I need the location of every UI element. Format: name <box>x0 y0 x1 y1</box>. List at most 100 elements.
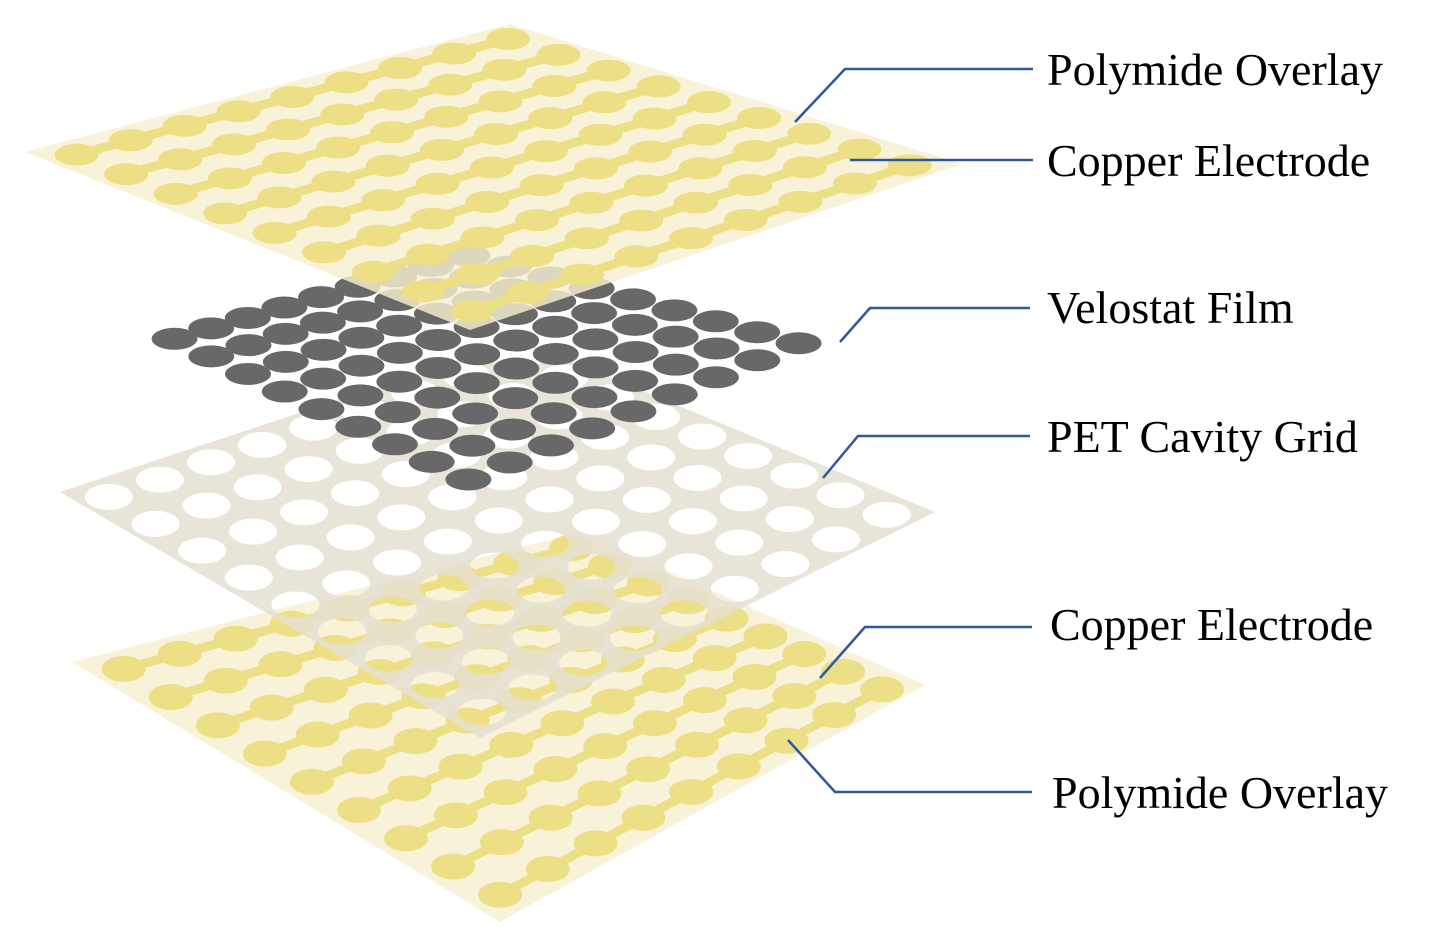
top-copper-electrode-pad <box>324 71 369 94</box>
velostat-disc <box>298 286 345 309</box>
velostat-disc <box>775 332 822 355</box>
top-copper-electrode-pad <box>320 103 365 126</box>
velostat-disc <box>493 357 540 380</box>
top-copper-electrode-pad <box>266 118 311 141</box>
bottom-copper-electrode-pad <box>242 740 287 767</box>
velostat-disc <box>408 450 455 473</box>
bottom-copper-electrode-pad <box>393 728 438 755</box>
velostat-disc <box>612 369 659 392</box>
top-copper-electrode-pad <box>252 221 297 244</box>
top-copper-electrode-pad <box>153 182 198 205</box>
bottom-copper-electrode-pad <box>674 731 719 758</box>
velostat-disc <box>530 402 577 425</box>
velostat-disc <box>612 341 659 364</box>
velostat-disc <box>225 362 272 385</box>
top-copper-electrode-pad <box>104 163 149 186</box>
top-copper-electrode-pad <box>203 202 248 225</box>
velostat-disc <box>371 433 418 456</box>
top-copper-electrode-pad <box>361 189 406 212</box>
velostat-disc <box>188 317 235 340</box>
bottom-copper-electrode-pad <box>341 748 386 775</box>
bottom-copper-electrode-pad <box>348 702 393 729</box>
bottom-copper-electrode-pad <box>583 733 628 760</box>
label-bottom-polymide-overlay: Polymide Overlay <box>1052 767 1388 818</box>
bottom-copper-electrode-pad <box>821 658 866 685</box>
top-copper-electrode-pad <box>778 190 823 213</box>
top-copper-electrode-pad <box>465 190 510 213</box>
velostat-disc <box>532 342 579 365</box>
pet-cavity-grid-layer <box>60 340 935 738</box>
velostat-disc <box>610 288 657 311</box>
bottom-copper-electrode-pad <box>433 802 478 829</box>
bottom-copper-electrode-pad <box>669 779 714 806</box>
top-copper-electrode-pad <box>837 138 882 161</box>
velostat-disc <box>611 313 658 336</box>
velostat-disc <box>337 300 384 323</box>
velostat-disc <box>224 306 271 329</box>
top-copper-electrode-pad <box>623 174 668 197</box>
top-copper-electrode-pad <box>519 174 564 197</box>
top-copper-electrode-pad <box>528 107 573 130</box>
bottom-copper-electrode-pad <box>591 688 636 715</box>
velostat-disc <box>376 314 423 337</box>
top-copper-electrode-pad <box>514 209 559 232</box>
bottom-copper-electrode-pad <box>336 797 381 824</box>
top-copper-electrode-pad <box>573 157 618 180</box>
top-copper-electrode-pad <box>732 140 777 163</box>
bottom-copper-electrode-pad <box>626 756 671 783</box>
pet-cavity-grid-sheet <box>60 340 935 738</box>
velostat-disc <box>693 366 740 389</box>
bottom-copper-electrode-pad <box>203 667 248 694</box>
velostat-disc <box>734 349 781 372</box>
top-copper-electrode-pad <box>723 208 768 231</box>
top-copper-electrode-pad <box>419 138 464 161</box>
top-copper-electrode-pad <box>682 123 727 146</box>
velostat-disc <box>693 337 740 360</box>
top-copper-electrode-pad <box>686 91 731 114</box>
bottom-copper-electrode-pad <box>289 768 334 795</box>
top-copper-electrode-pad <box>636 75 681 98</box>
bottom-copper-electrode-pad <box>213 625 258 652</box>
top-copper-electrode-pad <box>469 156 514 179</box>
velostat-disc <box>376 370 423 393</box>
top-copper-electrode-pad <box>586 59 631 82</box>
bottom-copper-electrode-pad <box>195 712 240 739</box>
bottom-copper-electrode-pad <box>533 756 578 783</box>
velostat-disc <box>734 321 781 344</box>
top-copper-electrode-pad <box>108 129 153 152</box>
velostat-disc <box>454 343 501 366</box>
leader-line-top-polymide <box>794 67 1033 123</box>
velostat-disc <box>415 356 462 379</box>
top-copper-electrode-pad <box>415 172 460 195</box>
velostat-disc <box>151 327 198 350</box>
bottom-copper-electrode-pad <box>716 753 761 780</box>
bottom-copper-electrode-pad <box>577 780 622 807</box>
top-copper-electrode-pad <box>270 85 315 108</box>
top-copper-electrode-pad <box>306 205 351 228</box>
top-copper-electrode-pad <box>257 186 302 209</box>
velostat-disc <box>452 402 499 425</box>
top-copper-electrode-pad <box>365 154 410 177</box>
top-copper-electrode-pad <box>478 90 523 113</box>
label-top-polymide-overlay: Polymide Overlay <box>1047 44 1383 95</box>
velostat-disc <box>374 401 421 424</box>
leader-line-bottom-copper <box>819 625 1032 679</box>
velostat-disc <box>651 383 698 406</box>
bottom-copper-electrode-pad <box>782 641 827 668</box>
top-copper-electrode-pad <box>614 245 659 268</box>
velostat-disc <box>298 398 345 421</box>
top-copper-electrode-pad <box>673 191 718 214</box>
bottom-copper-electrode-pad <box>772 683 817 710</box>
top-copper-electrode-pad <box>432 42 477 65</box>
top-copper-electrode-pad <box>261 151 306 174</box>
top-copper-electrode-pad <box>832 172 877 195</box>
top-copper-electrode-pad <box>510 244 555 267</box>
top-copper-electrode-pad <box>632 107 677 130</box>
velostat-disc <box>262 350 309 373</box>
top-copper-electrode-pad <box>532 74 577 97</box>
velostat-disc <box>569 417 616 440</box>
top-copper-electrode-pad <box>536 43 581 66</box>
velostat-disc <box>692 310 739 333</box>
velostat-disc <box>415 328 462 351</box>
